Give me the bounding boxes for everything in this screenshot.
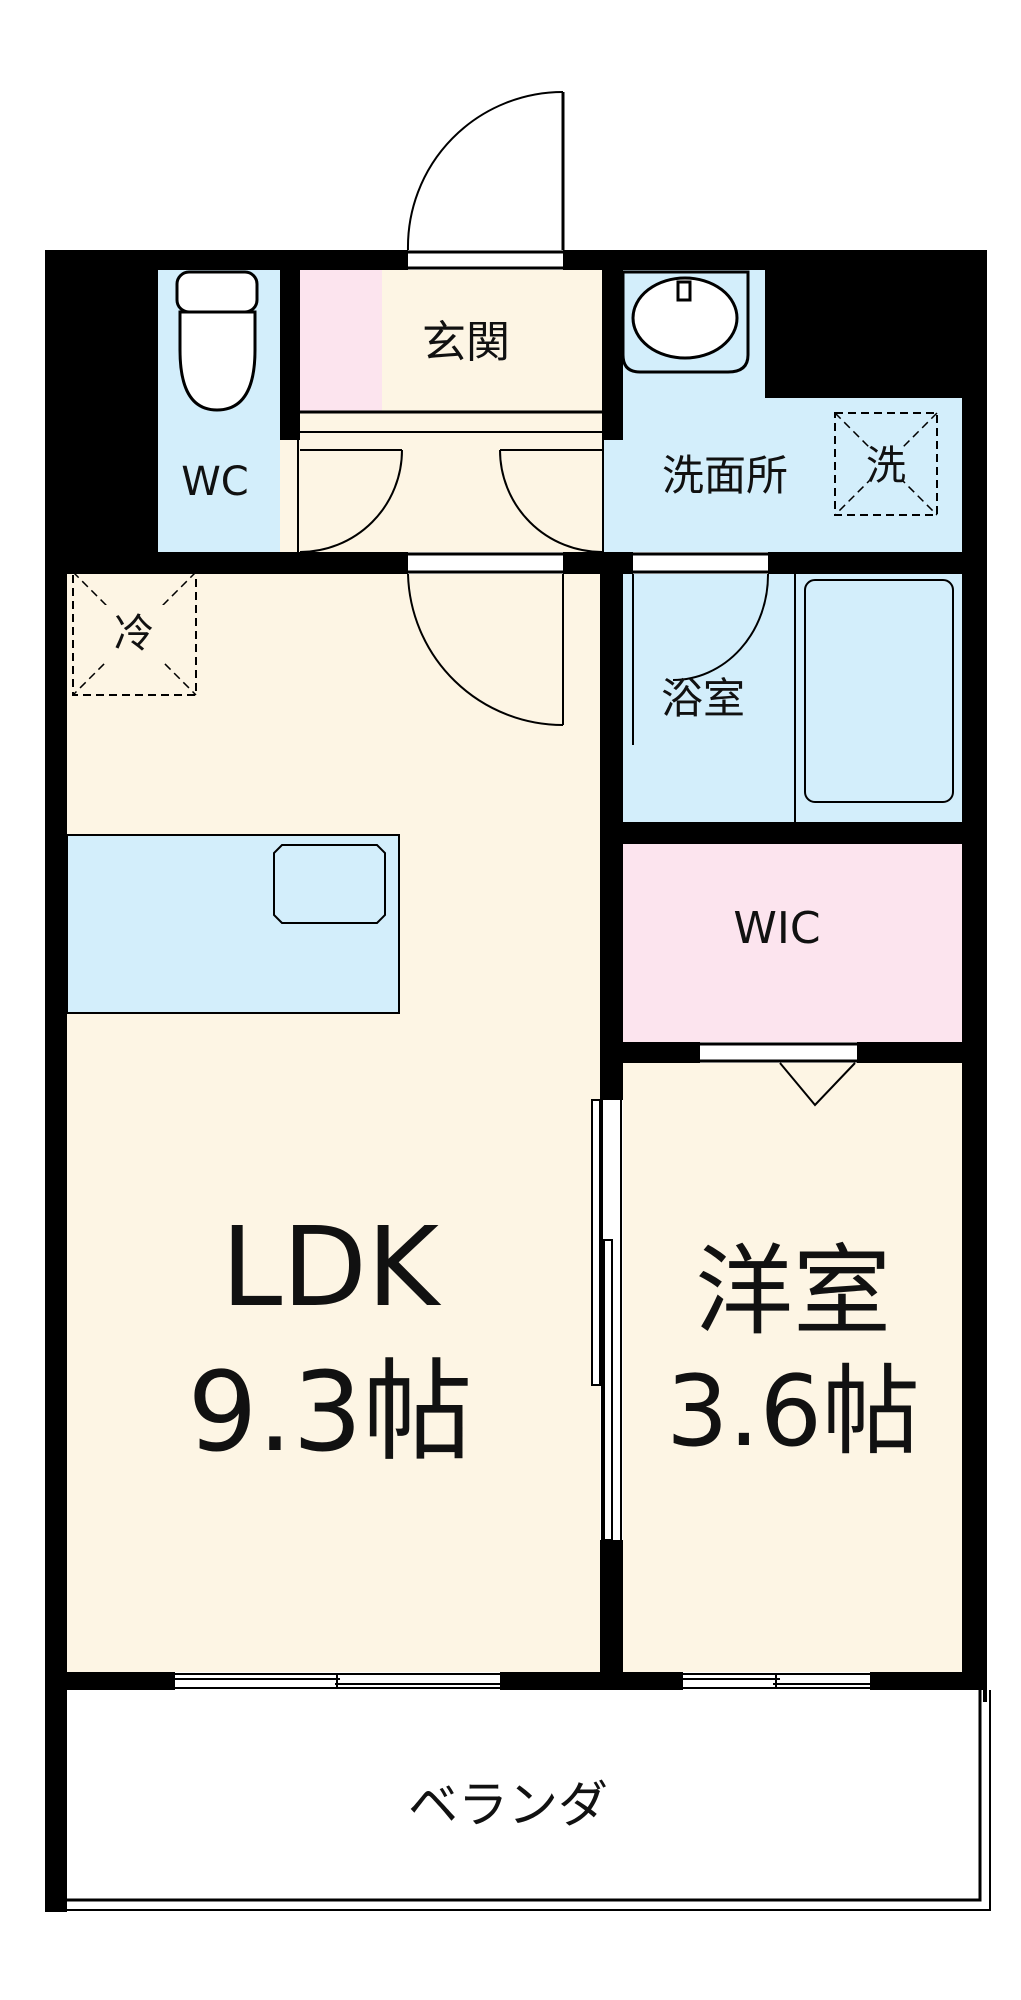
ldk-size-label: 9.3帖: [188, 1348, 473, 1476]
kitchen-counter-icon: [66, 834, 400, 1014]
entrance-door-opening: [408, 250, 563, 270]
bathtub-icon: [794, 574, 954, 822]
balcony-left-wall: [45, 1690, 67, 1912]
entrance-label: 玄関: [422, 317, 510, 368]
western-room-floor: [623, 1063, 962, 1672]
balcony-label: ベランダ: [408, 1776, 608, 1834]
washer-space-label: 洗: [866, 443, 906, 489]
ldk-door-swing: [407, 573, 564, 726]
wc-door-swing: [299, 449, 403, 553]
balcony-railing: [67, 1690, 982, 1902]
washroom-door-swing: [499, 449, 603, 553]
shoe-cabinet: [300, 270, 382, 412]
bathroom-door-swing: [672, 573, 770, 681]
balcony-floor: [67, 1690, 983, 1902]
ldk-name-label: LDK: [221, 1203, 442, 1331]
western-room-size-label: 3.6帖: [666, 1355, 920, 1469]
wic-label: WIC: [733, 903, 820, 954]
wic-floor: [623, 844, 962, 1042]
ldk-floor: [67, 574, 600, 1672]
toilet-icon: [175, 270, 259, 412]
wic-door-fold: [779, 1062, 856, 1107]
sliding-door-panel-1: [591, 1099, 601, 1386]
toilet-label: WC: [181, 459, 248, 505]
fridge-space-icon: [72, 571, 197, 696]
washbasin-icon: [621, 270, 750, 374]
washer-space-icon: [834, 412, 938, 516]
bathroom-label: 浴室: [661, 674, 745, 723]
entrance-door-swing: [406, 91, 564, 251]
western-room-name-label: 洋室: [695, 1235, 891, 1349]
sliding-door-panel-2: [603, 1239, 613, 1541]
fridge-space-label: 冷: [114, 611, 154, 657]
washroom-label: 洗面所: [662, 451, 788, 500]
